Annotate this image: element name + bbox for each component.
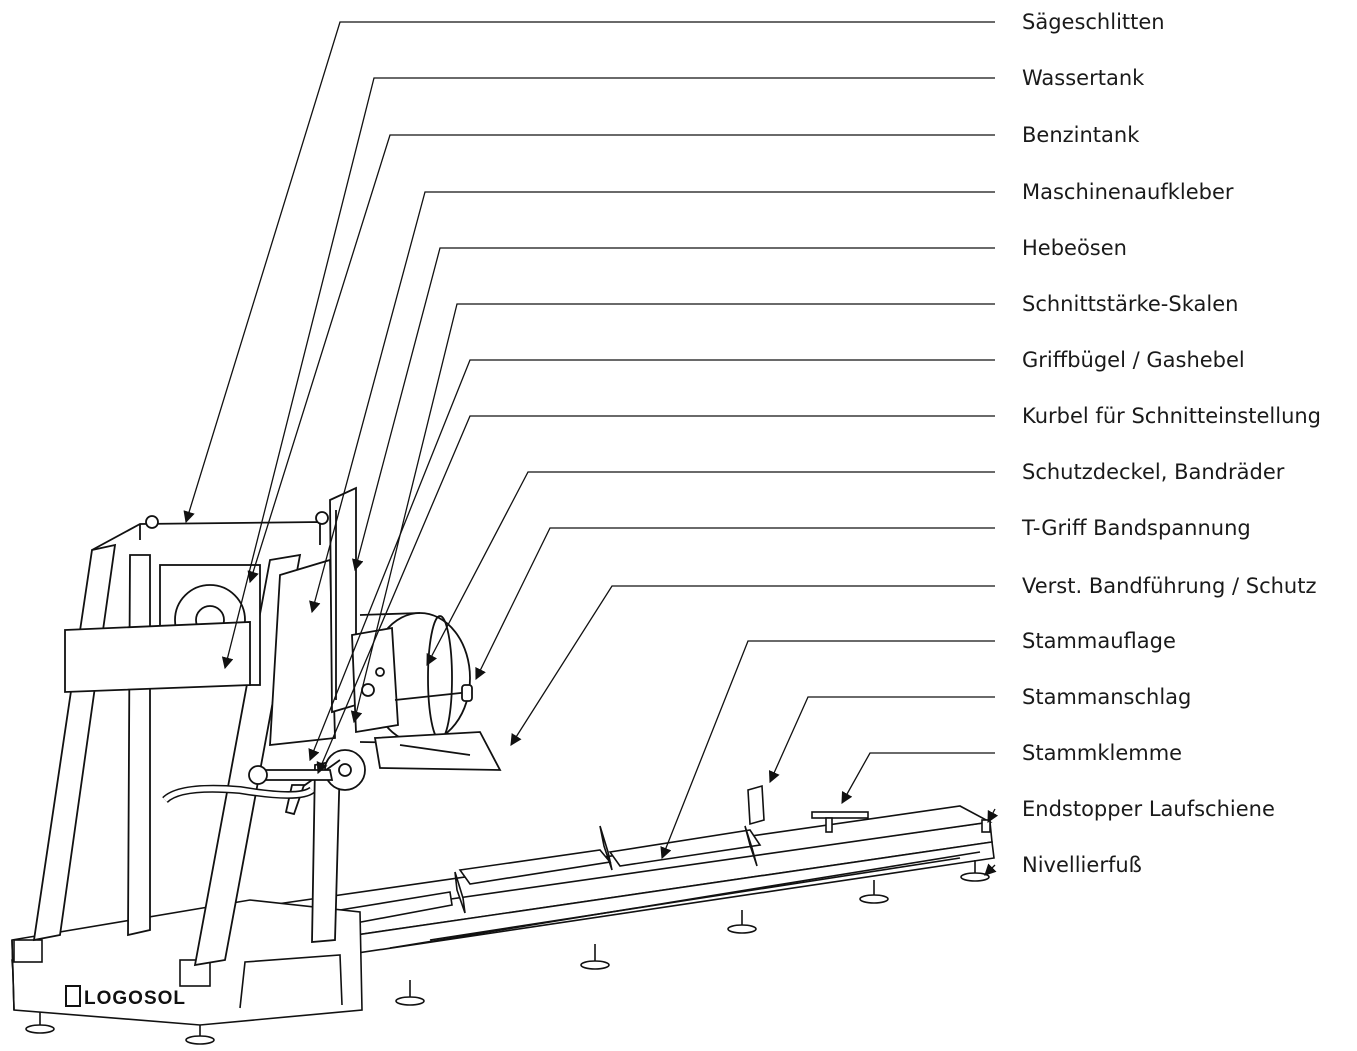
leader-stammauflage <box>660 640 995 860</box>
brand-text: LOGOSOL <box>84 988 186 1009</box>
leader-saegeschlitten <box>183 21 995 524</box>
label-benzintank: Benzintank <box>1022 123 1140 147</box>
leader-stammklemme <box>841 752 995 805</box>
leader-endstopper <box>987 808 999 824</box>
leader-lines <box>183 21 999 876</box>
label-stammanschlag: Stammanschlag <box>1022 685 1192 709</box>
label-saegeschlitten: Sägeschlitten <box>1022 10 1165 34</box>
leader-t-griff <box>475 527 995 681</box>
label-verst-bandfuehrung-schutz: Verst. Bandführung / Schutz <box>1022 574 1317 598</box>
label-maschinenaufkleber: Maschinenaufkleber <box>1022 180 1234 204</box>
leader-benzintank <box>247 134 995 584</box>
label-t-griff-bandspannung: T-Griff Bandspannung <box>1022 516 1251 540</box>
label-kurbel-schnitteinstellung: Kurbel für Schnitteinstellung <box>1022 404 1322 428</box>
leader-stammanschlag <box>768 696 995 784</box>
leader-bandfuehrung <box>510 585 995 746</box>
label-wassertank: Wassertank <box>1022 66 1145 90</box>
leader-maschinenaufkleber <box>309 191 995 614</box>
label-hebeoesen: Hebeösen <box>1022 236 1127 260</box>
leader-schnittstaerke-skalen <box>350 303 995 724</box>
label-stammauflage: Stammauflage <box>1022 629 1176 653</box>
leader-nivellierfuss <box>984 863 997 876</box>
brand-logo-icon <box>65 985 81 1007</box>
leader-wassertank <box>221 77 995 670</box>
label-nivellierfuss: Nivellierfuß <box>1022 853 1142 877</box>
label-stammklemme: Stammklemme <box>1022 741 1183 765</box>
leader-griffbuegel-gashebel <box>308 359 995 762</box>
label-schnittstaerke-skalen: Schnittstärke-Skalen <box>1022 292 1239 316</box>
label-schutzdeckel-bandraeder: Schutzdeckel, Bandräder <box>1022 460 1285 484</box>
leader-kurbel <box>316 415 995 775</box>
front-base <box>11 899 363 1026</box>
label-endstopper-laufschiene: Endstopper Laufschiene <box>1022 797 1275 821</box>
leader-schutzdeckel <box>426 471 995 667</box>
label-griffbuegel-gashebel: Griffbügel / Gashebel <box>1022 348 1245 372</box>
leader-hebeoesen <box>352 247 995 572</box>
